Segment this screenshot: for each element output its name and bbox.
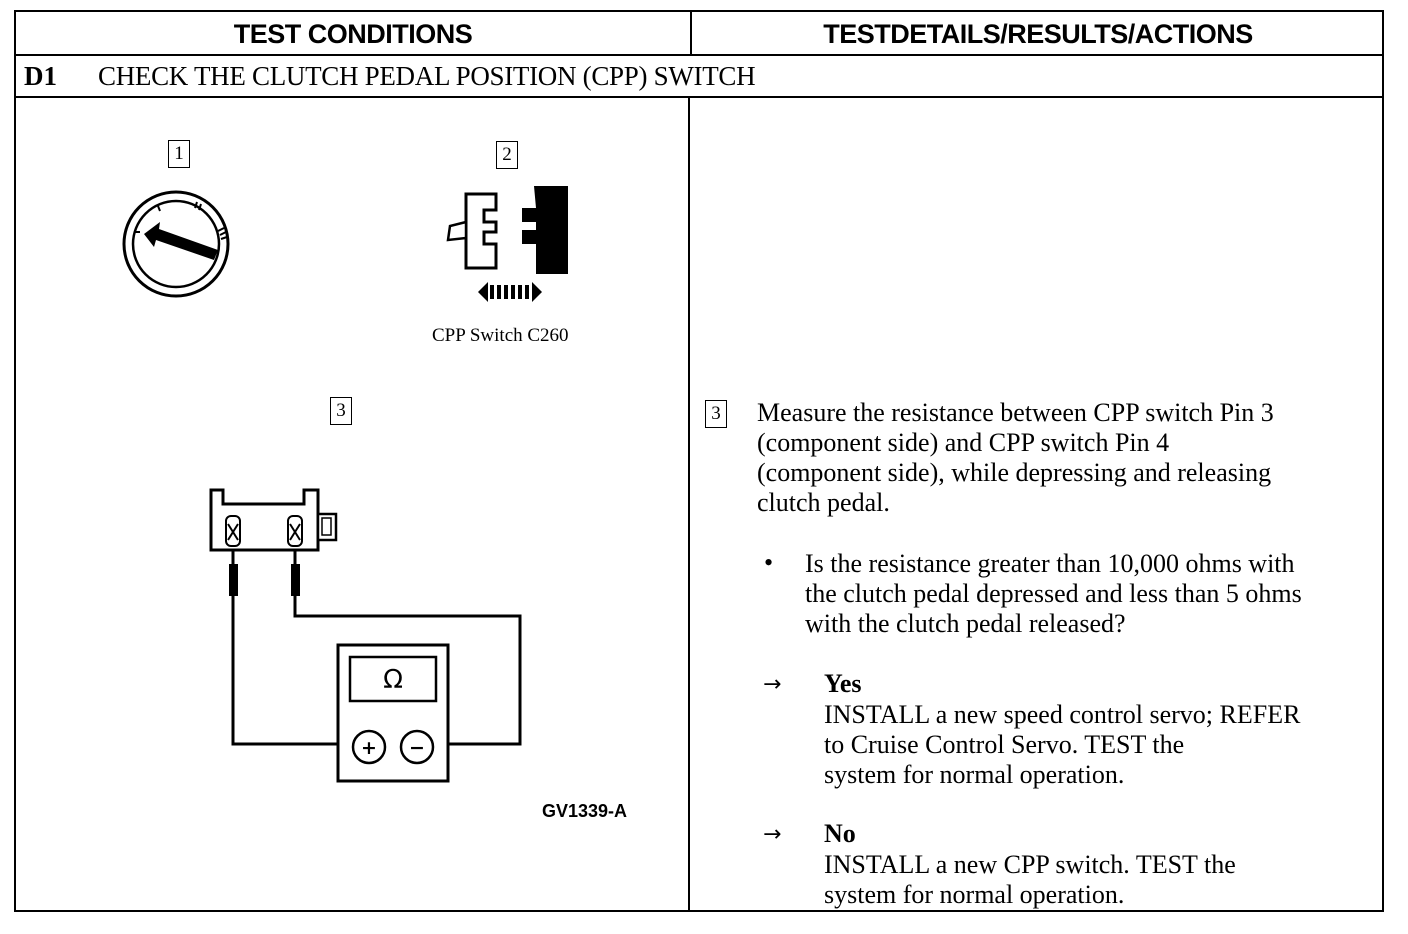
no-action-line-2: system for normal operation. — [824, 880, 1125, 909]
callout-3: 3 — [330, 397, 352, 425]
question-line-1: Is the resistance greater than 10,000 oh… — [805, 549, 1295, 578]
test-table: TEST CONDITIONS TESTDETAILS/RESULTS/ACTI… — [14, 10, 1384, 912]
column-divider — [688, 98, 690, 912]
ohm-symbol: Ω — [383, 665, 403, 695]
yes-action-line-1: INSTALL a new speed control servo; REFER — [824, 700, 1301, 729]
yes-arrow: → — [763, 672, 782, 697]
plus-terminal-label: + — [361, 737, 377, 759]
no-action-line-1: INSTALL a new CPP switch. TEST the — [824, 850, 1236, 879]
step-title: CHECK THE CLUTCH PEDAL POSITION (CPP) SW… — [98, 61, 756, 91]
ignition-switch-off-icon — [122, 190, 230, 298]
header-test-conditions: TEST CONDITIONS — [233, 18, 473, 49]
header-test-details: TESTDETAILS/RESULTS/ACTIONS — [823, 18, 1253, 49]
question-line-3: with the clutch pedal released? — [805, 609, 1126, 638]
header-divider — [690, 12, 692, 56]
ohmmeter-icon: Ω + − — [209, 488, 522, 783]
no-label: No — [824, 819, 856, 848]
no-arrow: → — [763, 822, 782, 847]
connector-disconnect-icon — [446, 186, 568, 302]
instruction-line-3: (component side), while depressing and r… — [757, 458, 1272, 487]
instruction-line-4: clutch pedal. — [757, 488, 890, 517]
step-number-box: 3 — [705, 400, 727, 428]
question-line-2: the clutch pedal depressed and less than… — [805, 579, 1302, 608]
callout-2: 2 — [496, 141, 518, 169]
question-bullet: • — [764, 548, 774, 577]
table-header-row: TEST CONDITIONS TESTDETAILS/RESULTS/ACTI… — [16, 12, 1382, 56]
step-title-row: D1 CHECK THE CLUTCH PEDAL POSITION (CPP)… — [16, 56, 1382, 98]
instruction-line-1: Measure the resistance between CPP switc… — [757, 398, 1274, 427]
step-id: D1 — [24, 61, 57, 91]
yes-action-line-3: system for normal operation. — [824, 760, 1125, 789]
callout-1: 1 — [168, 140, 190, 168]
yes-action-line-2: to Cruise Control Servo. TEST the — [824, 730, 1185, 759]
minus-terminal-label: − — [409, 737, 425, 759]
instruction-line-2: (component side) and CPP switch Pin 4 — [757, 428, 1170, 457]
figure-id: GV1339-A — [542, 801, 628, 821]
yes-label: Yes — [824, 669, 862, 698]
connector-caption: CPP Switch C260 — [432, 325, 569, 346]
